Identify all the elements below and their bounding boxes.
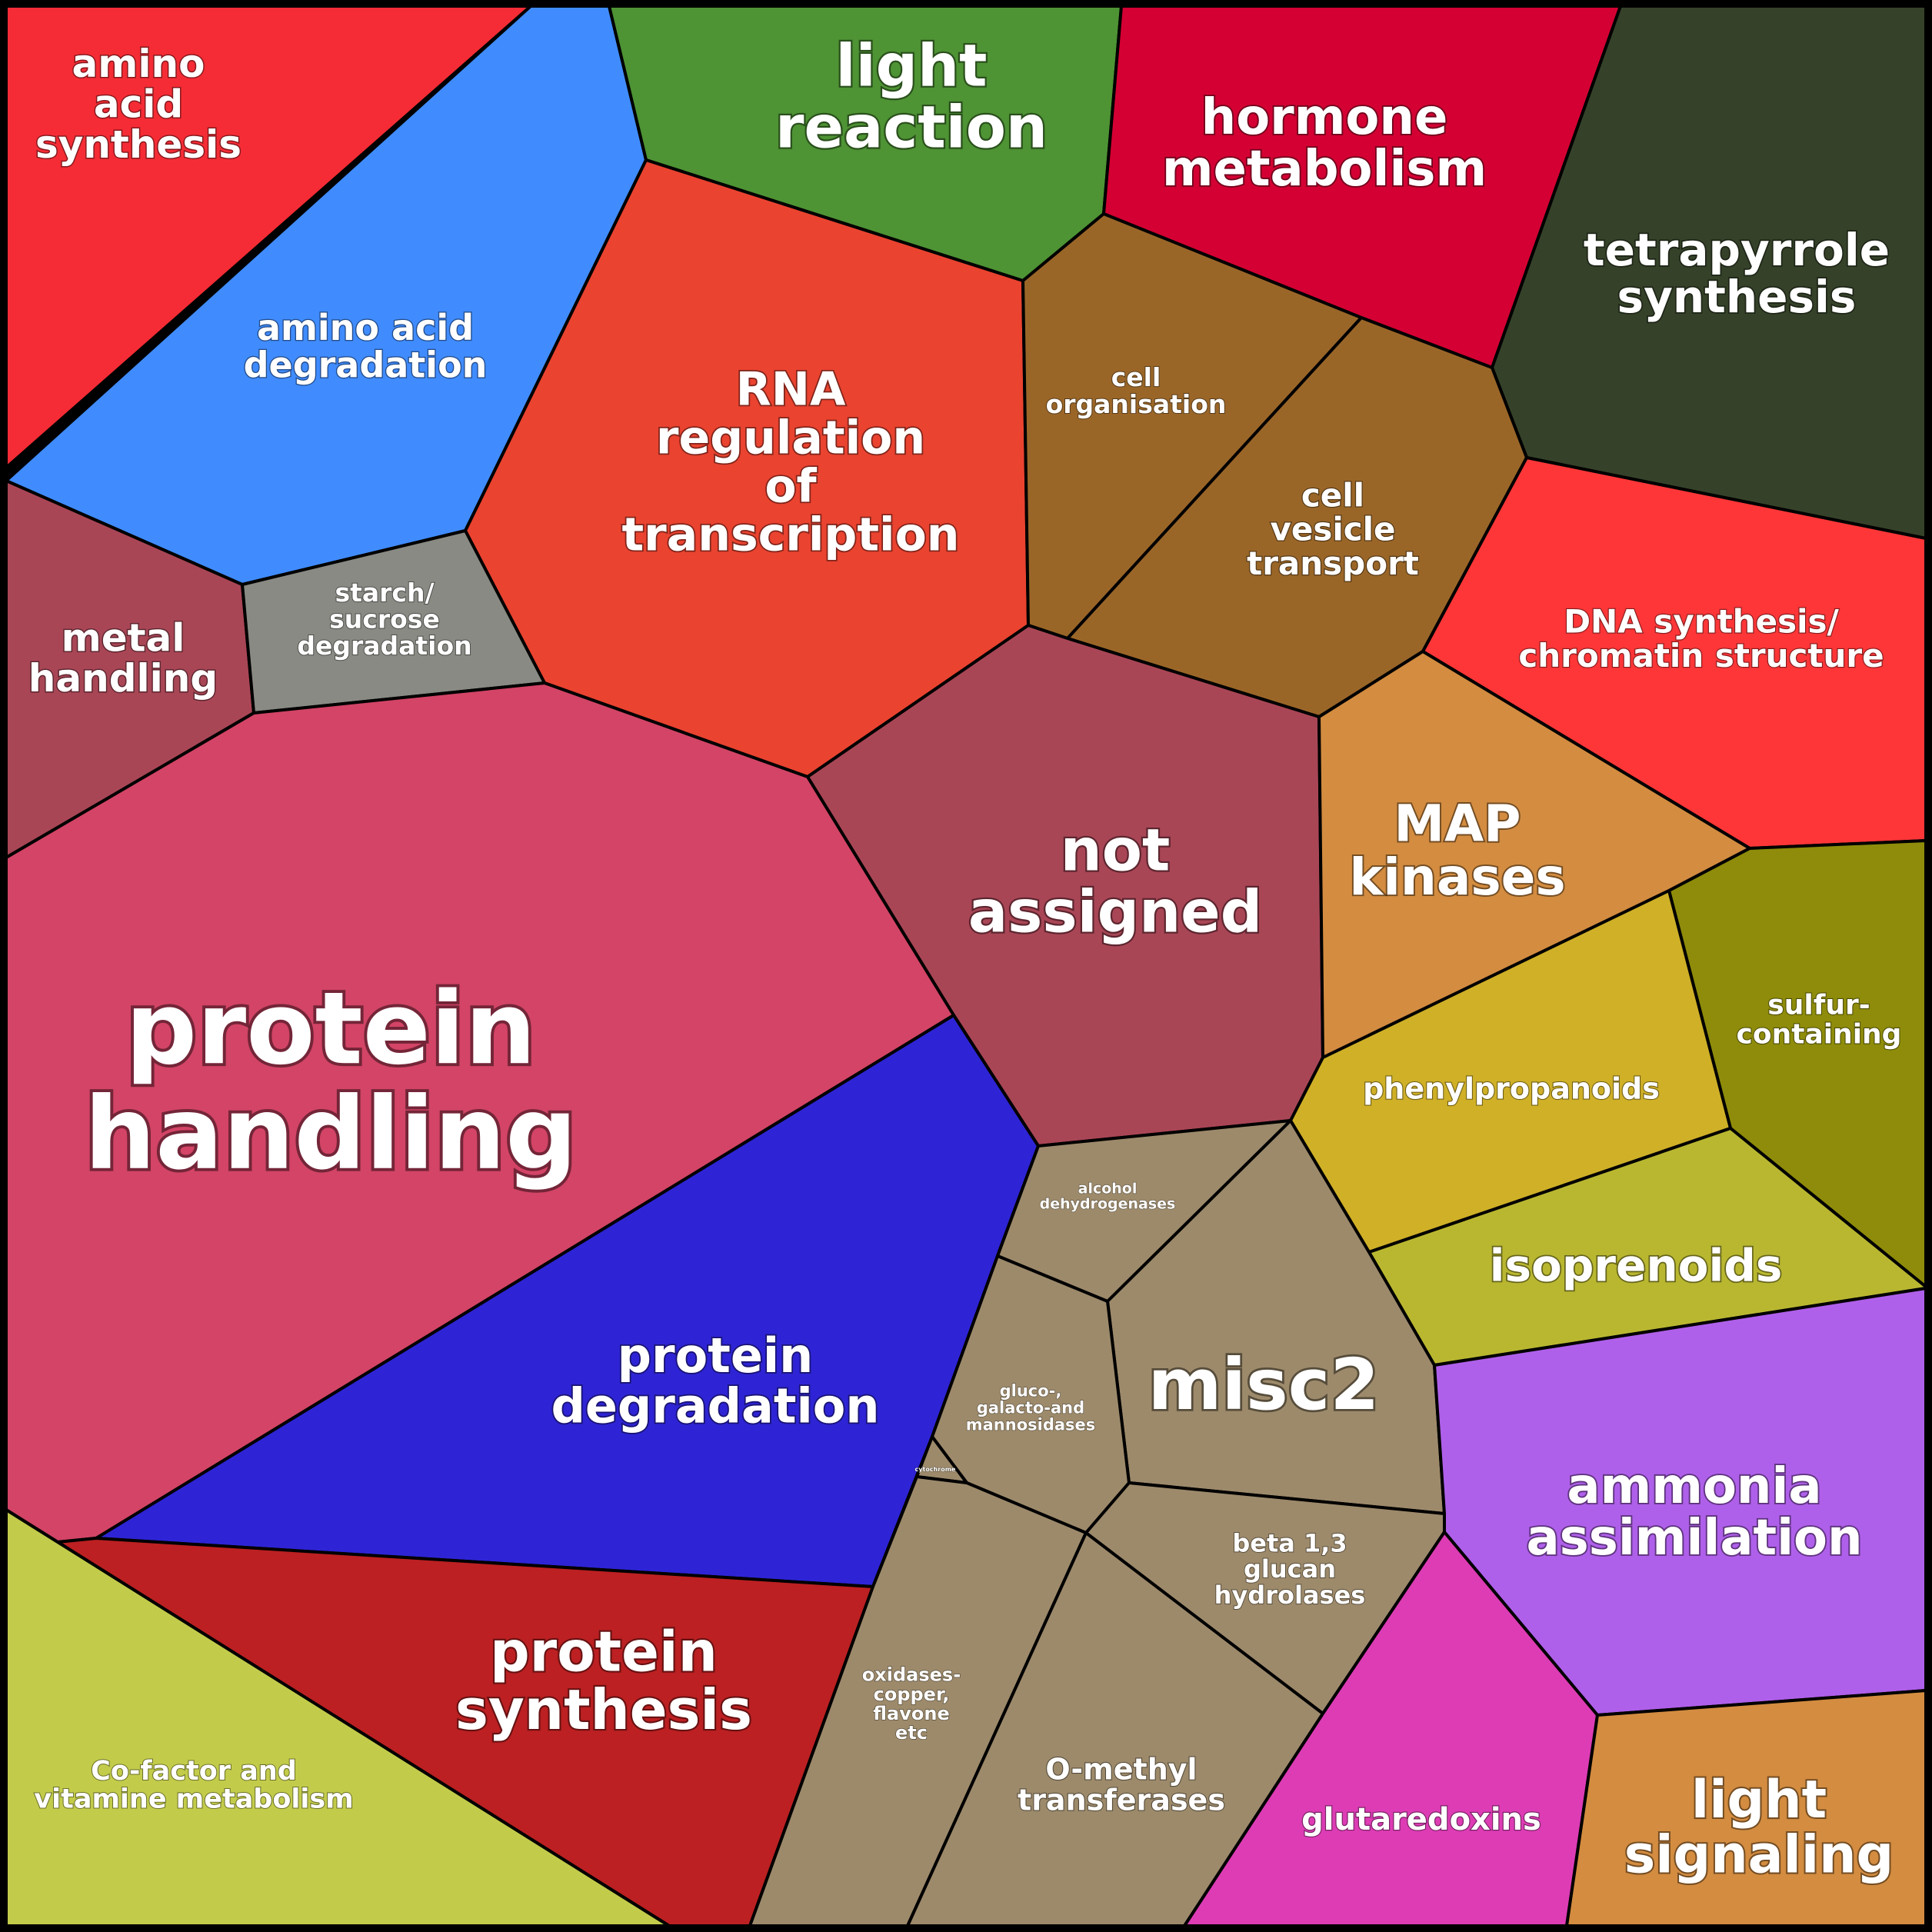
label-line: Co-factor and [91, 1756, 297, 1787]
label-line: oxidases- [862, 1664, 961, 1686]
label-line: etc [895, 1722, 928, 1744]
label-line: containing [1737, 1019, 1902, 1051]
label-line: of [764, 460, 817, 514]
label-line: synthesis [455, 1677, 752, 1742]
label-line: regulation [656, 411, 925, 465]
label-line: degradation [297, 631, 471, 661]
label-misc2: misc2 [1148, 1344, 1380, 1426]
label-line: copper, [874, 1684, 950, 1705]
label-line: protein [490, 1619, 718, 1684]
label-line: acid [94, 82, 183, 127]
label-line: metal [62, 615, 185, 660]
label-line: amino [72, 42, 205, 86]
label-line: cytochrome [915, 1466, 956, 1473]
label-line: flavone [873, 1703, 949, 1724]
label-line: sucrose [329, 605, 440, 635]
label-line: mannosidases [966, 1415, 1096, 1434]
label-line: degradation [244, 344, 488, 385]
label-line: gluco-, [1000, 1381, 1062, 1400]
label-line: vesicle [1270, 511, 1395, 548]
label-line: synthesis [1617, 271, 1857, 323]
label-line: tetrapyrrole [1584, 224, 1890, 276]
label-line: glutaredoxins [1301, 1802, 1541, 1837]
label-line: isoprenoids [1490, 1239, 1783, 1291]
label-line: transferases [1018, 1783, 1225, 1817]
label-glutaredoxins: glutaredoxins [1301, 1802, 1541, 1837]
label-line: DNA synthesis/ [1564, 603, 1839, 641]
label-line: metabolism [1162, 141, 1487, 198]
label-line: cell [1111, 362, 1161, 392]
label-line: ammonia [1567, 1458, 1821, 1515]
label-line: reaction [775, 93, 1048, 162]
label-isoprenoids: isoprenoids [1490, 1239, 1783, 1291]
label-line: cell [1301, 477, 1364, 515]
label-line: synthesis [35, 122, 242, 167]
label-line: starch/ [335, 578, 435, 608]
label-line: transcription [621, 508, 959, 562]
label-line: dehydrogenases [1040, 1196, 1176, 1213]
cells-layer [5, 5, 1927, 1927]
label-line: assigned [968, 878, 1262, 946]
label-line: misc2 [1148, 1344, 1380, 1426]
label-phenylpropanoids: phenylpropanoids [1363, 1071, 1660, 1105]
label-line: RNA [736, 363, 846, 417]
label-line: protein [125, 970, 536, 1087]
label-line: amino acid [257, 307, 474, 348]
label-line: chromatin structure [1518, 637, 1884, 675]
label-line: not [1061, 816, 1171, 884]
label-line: MAP [1394, 794, 1521, 853]
label-line: hormone [1201, 89, 1448, 146]
label-line: beta 1,3 [1232, 1529, 1347, 1558]
label-line: sulfur- [1767, 990, 1870, 1021]
label-line: galacto-and [977, 1398, 1084, 1417]
label-line: handling [28, 656, 218, 701]
label-line: vitamine metabolism [34, 1784, 353, 1815]
label-sulfur-containing: sulfur-containing [1737, 990, 1902, 1051]
label-line: glucan [1244, 1554, 1336, 1584]
label-line: assimilation [1526, 1510, 1862, 1567]
label-line: O-methyl [1045, 1752, 1197, 1786]
label-line: light [1691, 1770, 1827, 1830]
label-line: hydrolases [1214, 1581, 1366, 1610]
label-line: degradation [551, 1377, 879, 1434]
label-line: alcohol [1078, 1181, 1138, 1198]
label-dna-synthesis: DNA synthesis/chromatin structure [1518, 603, 1884, 675]
label-line: light [836, 32, 988, 100]
label-small-misc: cytochrome [915, 1466, 956, 1473]
label-line: kinases [1349, 848, 1565, 907]
label-line: transport [1247, 545, 1419, 582]
label-line: protein [618, 1327, 814, 1384]
label-line: handling [85, 1075, 578, 1192]
label-line: organisation [1046, 389, 1227, 419]
label-line: phenylpropanoids [1363, 1071, 1660, 1105]
label-line: signaling [1624, 1825, 1894, 1886]
